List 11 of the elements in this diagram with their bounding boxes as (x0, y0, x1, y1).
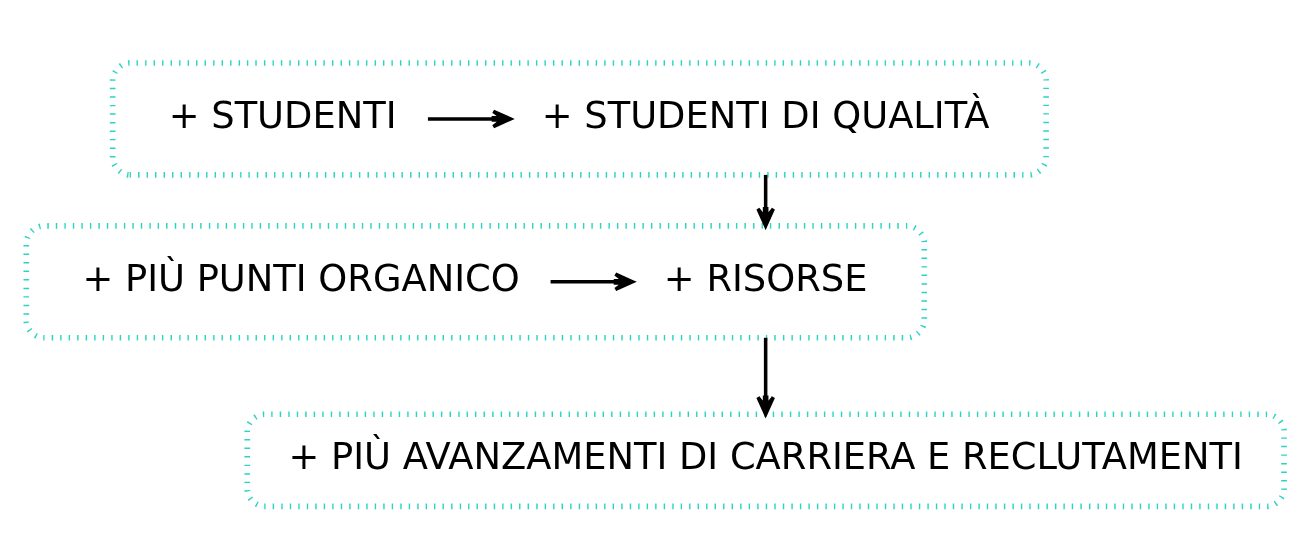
node-box: + PIÙ AVANZAMENTI DI CARRIERA E RECLUTAMENTI (244, 411, 1287, 510)
cluster (109, 60, 1049, 178)
node-text: + PIÙ PUNTI ORGANICO (82, 256, 520, 300)
node-text: + STUDENTI DI QUALITÀ (541, 93, 990, 137)
arrow (550, 272, 635, 292)
cluster (23, 223, 928, 341)
arrow (427, 109, 513, 129)
arrow (756, 174, 776, 228)
arrow (756, 337, 776, 416)
node-text: + STUDENTI (168, 93, 397, 137)
node-text: + RISORSE (663, 256, 868, 300)
